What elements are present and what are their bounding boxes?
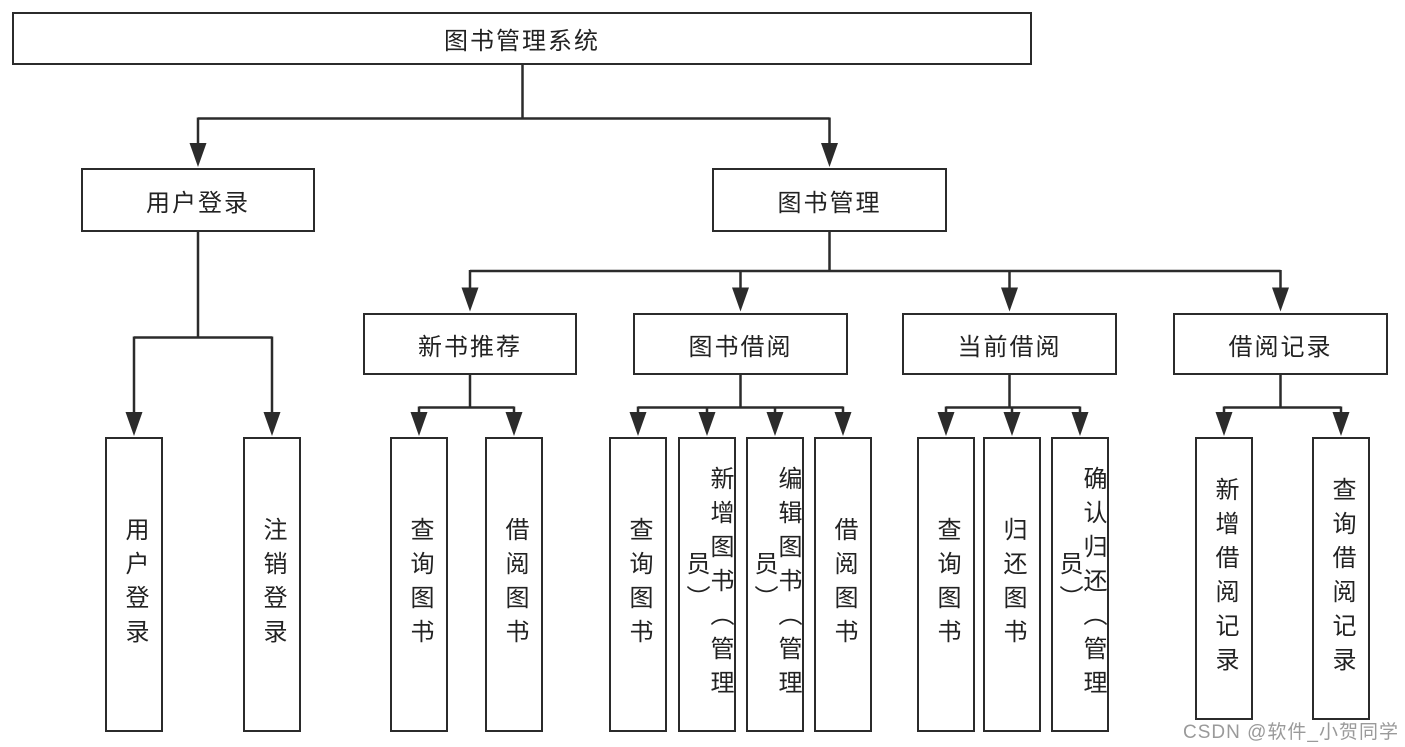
leaf-borrow-books-borrowing: 借阅图书: [814, 437, 872, 732]
node-current-borrowing: 当前借阅: [902, 313, 1117, 375]
leaf-user-login: 用户登录: [105, 437, 163, 732]
leaf-add-book-admin: 新增图书（管理员）: [678, 437, 736, 732]
leaf-query-books-current: 查询图书: [917, 437, 975, 732]
leaf-borrow-books-recommend: 借阅图书: [485, 437, 543, 732]
csdn-watermark: CSDN @软件_小贺同学: [1183, 722, 1399, 743]
leaf-logout-login: 注销登录: [243, 437, 301, 732]
leaf-query-borrow-record: 查询借阅记录: [1312, 437, 1370, 720]
node-new-book-recommend: 新书推荐: [363, 313, 577, 375]
leaf-add-borrow-record: 新增借阅记录: [1195, 437, 1253, 720]
leaf-return-books: 归还图书: [983, 437, 1041, 732]
node-borrowing-records: 借阅记录: [1173, 313, 1388, 375]
node-book-borrowing: 图书借阅: [633, 313, 848, 375]
leaf-query-books-borrowing: 查询图书: [609, 437, 667, 732]
leaf-query-books-recommend: 查询图书: [390, 437, 448, 732]
node-book-management: 图书管理: [712, 168, 947, 232]
leaf-edit-book-admin: 编辑图书（管理员）: [746, 437, 804, 732]
leaf-confirm-return-admin: 确认归还（管理员）: [1051, 437, 1109, 732]
node-user-login: 用户登录: [81, 168, 315, 232]
node-library-management-system: 图书管理系统: [12, 12, 1032, 65]
